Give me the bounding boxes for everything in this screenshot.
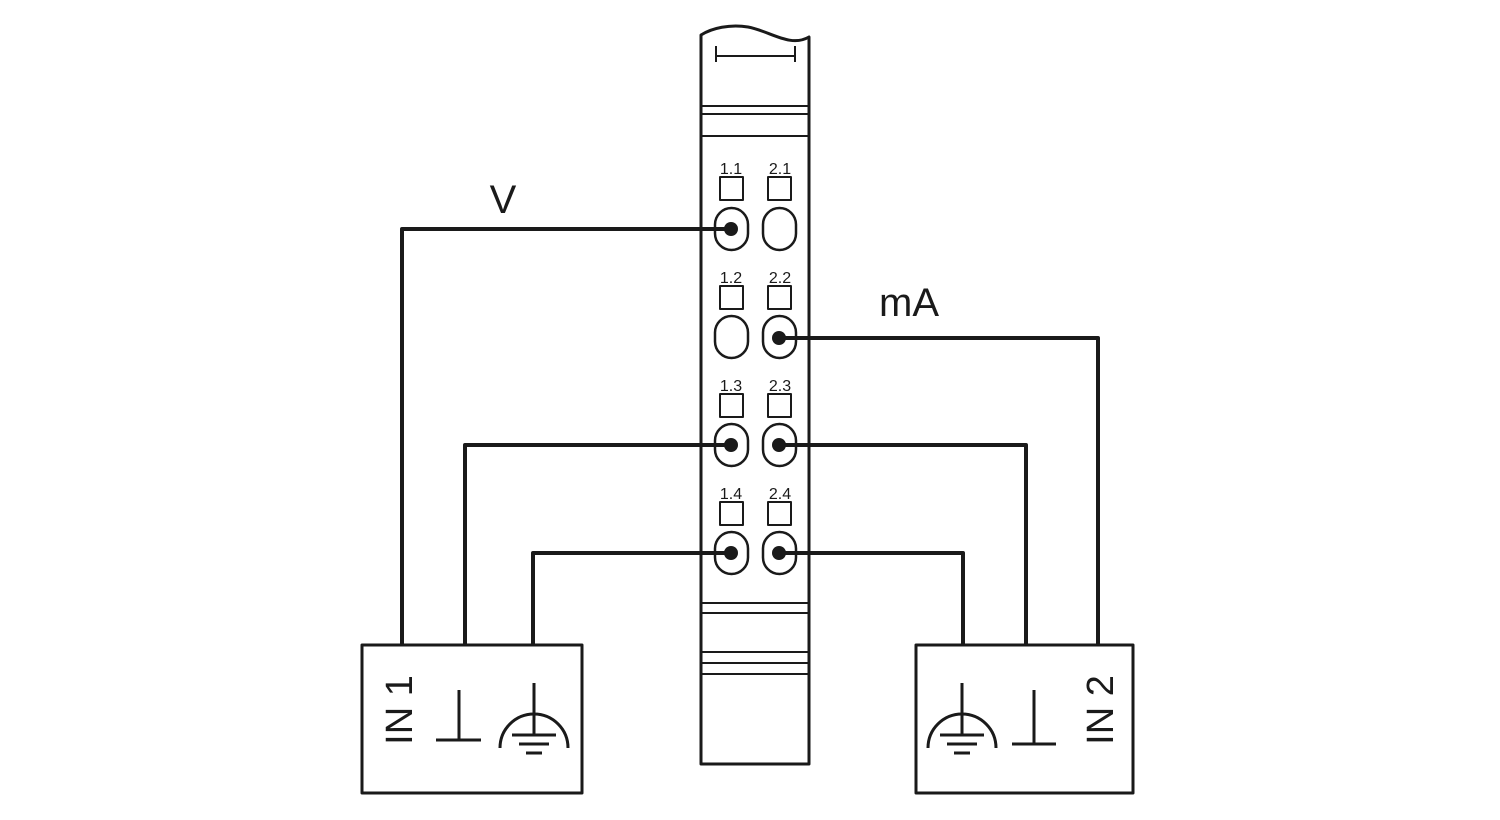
input-label-in1: IN 1 — [379, 675, 421, 745]
terminal-ovals — [713, 206, 798, 576]
wire-1-3-in1-ground — [463, 443, 731, 645]
terminal-oval-2-1[interactable] — [761, 206, 798, 252]
connection-dot-2-4 — [772, 546, 786, 560]
module-top-bracket — [715, 46, 796, 62]
terminal-label-2-1: 2.1 — [769, 161, 791, 178]
terminal-label-1-1: 1.1 — [720, 161, 742, 178]
terminal-square-2-4 — [767, 501, 792, 526]
terminal-label-1-2: 1.2 — [720, 270, 742, 287]
current-label: mA — [879, 281, 939, 325]
wires — [400, 227, 1100, 645]
terminal-oval-1-2[interactable] — [713, 314, 750, 360]
input-box-in1 — [360, 643, 584, 795]
connection-dot-1-4 — [724, 546, 738, 560]
terminal-label-1-3: 1.3 — [720, 378, 742, 395]
ground-icon-in1 — [436, 690, 481, 742]
input-label-in2: IN 2 — [1080, 675, 1122, 745]
wire-1-4-in1-earth — [531, 551, 731, 645]
connection-dot-1-3 — [724, 438, 738, 452]
terminal-square-1-3 — [719, 393, 744, 418]
connection-dot-1-1 — [724, 222, 738, 236]
module-housing — [699, 24, 811, 766]
terminal-squares — [719, 176, 792, 526]
terminal-labels: 1.1 2.1 1.2 2.2 1.3 2.3 1.4 2.4 — [720, 161, 791, 503]
wire-voltage-in1 — [400, 227, 731, 645]
terminal-label-2-3: 2.3 — [769, 378, 791, 395]
terminal-label-1-4: 1.4 — [720, 486, 742, 503]
protective-earth-icon-in2 — [926, 683, 998, 755]
terminal-module — [699, 24, 811, 766]
wire-2-4-in2-earth — [779, 551, 965, 645]
wire-2-3-in2-ground — [779, 443, 1028, 645]
connection-dot-2-2 — [772, 331, 786, 345]
connection-dots — [724, 222, 786, 560]
ground-icon-in2 — [1012, 690, 1056, 746]
connection-dot-2-3 — [772, 438, 786, 452]
protective-earth-icon-in1 — [498, 683, 570, 755]
terminal-square-2-2 — [767, 285, 792, 310]
input-box-in2 — [914, 643, 1135, 795]
terminal-square-1-4 — [719, 501, 744, 526]
wire-current-in2 — [779, 336, 1100, 645]
voltage-label: V — [490, 178, 517, 222]
terminal-label-2-4: 2.4 — [769, 486, 791, 503]
terminal-square-1-1 — [719, 176, 744, 201]
terminal-square-2-3 — [767, 393, 792, 418]
terminal-square-1-2 — [719, 285, 744, 310]
terminal-square-2-1 — [767, 176, 792, 201]
terminal-label-2-2: 2.2 — [769, 270, 791, 287]
